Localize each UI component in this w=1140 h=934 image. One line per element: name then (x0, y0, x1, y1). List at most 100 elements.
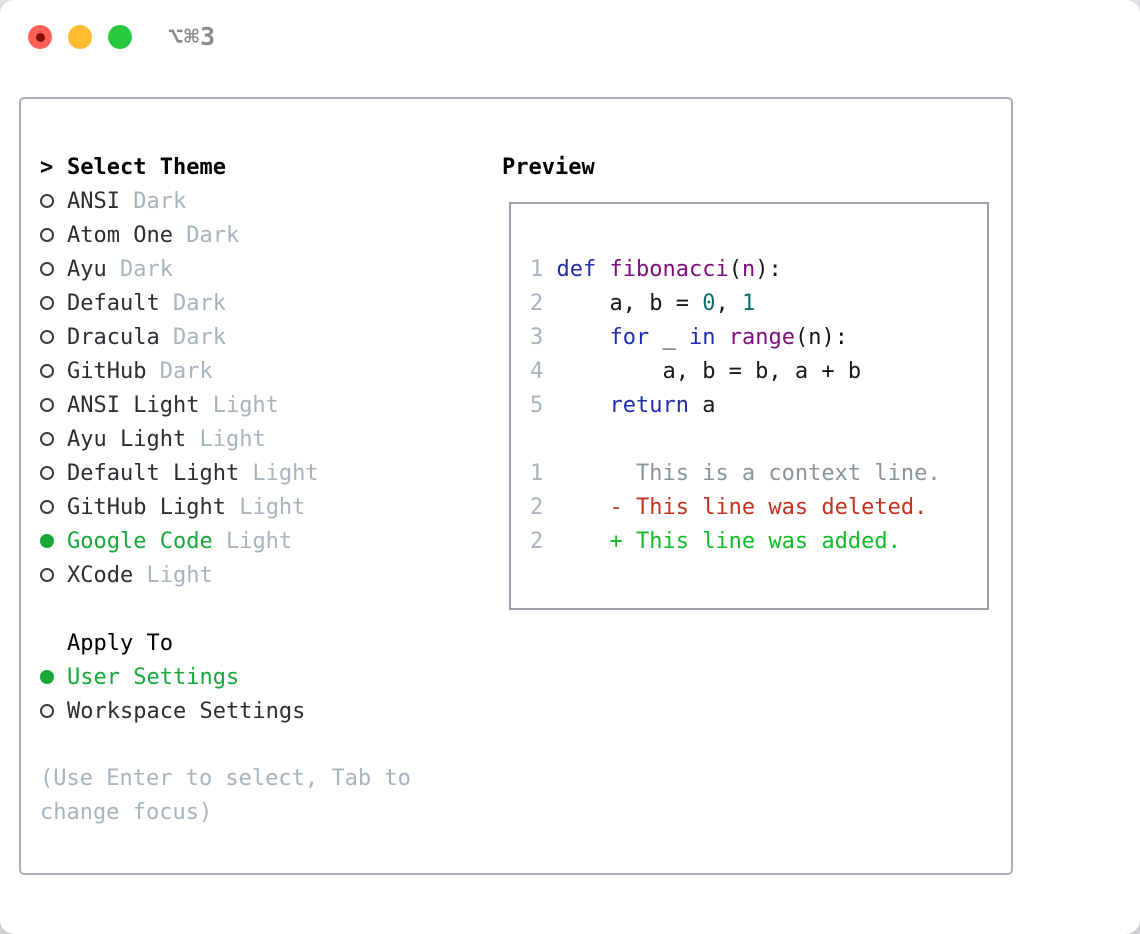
theme-name: Ayu (67, 256, 107, 282)
code-segment: _ (649, 325, 689, 350)
theme-name: Default Light (67, 460, 240, 486)
theme-name: Ayu Light (67, 426, 187, 452)
theme-name: GitHub Light (67, 494, 226, 520)
code-line: 2 a, b = 0, 1 (530, 287, 987, 321)
code-segment: ( (728, 257, 742, 282)
line-number: 3 (530, 325, 557, 350)
theme-name: Dracula (67, 324, 160, 350)
code-segment: ): (755, 257, 782, 282)
radio-icon (40, 432, 54, 446)
code-line (530, 423, 987, 457)
theme-name: GitHub (67, 358, 147, 384)
code-segment: - This line was deleted. (556, 495, 928, 520)
theme-option-default-light[interactable]: Default Light Light (40, 456, 480, 490)
code-segment: fibonacci (609, 257, 729, 282)
focus-caret-icon: > (40, 154, 54, 180)
theme-option-ayu[interactable]: Ayu Dark (40, 252, 480, 286)
code-line: 2 + This line was added. (530, 525, 987, 559)
code-segment: (n): (794, 325, 848, 350)
apply-to-title: Apply To (67, 630, 173, 656)
code-line: 4 a, b = b, a + b (530, 355, 987, 389)
apply-option-user-settings[interactable]: User Settings (40, 660, 480, 694)
radio-icon (40, 262, 54, 276)
code-line: 1 def fibonacci(n): (530, 253, 987, 287)
line-number: 2 (530, 529, 557, 554)
code-segment (596, 257, 609, 282)
titlebar: ⌥⌘3 (0, 0, 1140, 74)
theme-option-ansi-light[interactable]: ANSI Light Light (40, 388, 480, 422)
hint-line: change focus) (40, 800, 213, 825)
preview-title: Preview (502, 154, 595, 180)
radio-icon (40, 466, 54, 480)
code-segment: 0 (702, 291, 716, 316)
zoom-button[interactable] (108, 25, 132, 49)
theme-list-title: Select Theme (67, 154, 226, 180)
theme-variant: Dark (159, 324, 226, 350)
theme-name: Atom One (67, 222, 173, 248)
code-segment: n (741, 257, 756, 282)
code-segment: + This line was added. (556, 529, 901, 554)
code-segment: This is a context line. (556, 461, 941, 486)
theme-variant: Light (212, 528, 293, 554)
line-number: 4 (530, 359, 557, 384)
radio-icon (40, 296, 54, 310)
theme-option-dracula[interactable]: Dracula Dark (40, 320, 480, 354)
theme-option-xcode[interactable]: XCode Light (40, 558, 480, 592)
line-number: 2 (530, 495, 557, 520)
radio-icon (40, 670, 54, 684)
theme-option-google-code[interactable]: Google Code Light (40, 524, 480, 558)
apply-option-label: User Settings (67, 664, 240, 690)
minimize-button[interactable] (68, 25, 92, 49)
code-segment: def (556, 257, 597, 282)
code-segment (557, 325, 610, 350)
theme-name: XCode (67, 562, 134, 588)
apply-to-header: Apply To (40, 626, 480, 660)
code-segment: , (715, 291, 742, 316)
code-segment: 1 (741, 291, 756, 316)
line-number: 1 (530, 257, 557, 282)
radio-icon (40, 534, 54, 548)
theme-option-default[interactable]: Default Dark (40, 286, 480, 320)
radio-icon (40, 330, 54, 344)
radio-icon (40, 364, 54, 378)
code-segment (557, 393, 610, 418)
theme-option-github[interactable]: GitHub Dark (40, 354, 480, 388)
code-segment: a (688, 393, 716, 418)
code-segment: a, b = (556, 291, 703, 316)
theme-option-github-light[interactable]: GitHub Light Light (40, 490, 480, 524)
code-segment: a, b = b, a + b (556, 359, 862, 384)
theme-variant: Dark (119, 188, 187, 214)
theme-variant: Light (186, 426, 266, 452)
apply-option-workspace-settings[interactable]: Workspace Settings (40, 694, 480, 728)
theme-name: Google Code (67, 528, 213, 554)
radio-icon (40, 568, 54, 582)
radio-icon (40, 704, 54, 718)
theme-option-ansi[interactable]: ANSI Dark (40, 184, 480, 218)
theme-variant: Light (239, 460, 319, 486)
radio-icon (40, 398, 54, 412)
theme-name: ANSI (67, 188, 120, 214)
close-button[interactable] (28, 25, 52, 49)
theme-variant: Light (199, 392, 279, 418)
traffic-lights (28, 25, 132, 49)
theme-variant: Light (133, 562, 213, 588)
spacer (40, 592, 480, 626)
theme-variant: Light (225, 494, 306, 520)
radio-icon (40, 194, 54, 208)
radio-icon (40, 228, 54, 242)
code-segment (715, 325, 728, 350)
window-title: ⌥⌘3 (168, 22, 217, 51)
theme-variant: Dark (146, 358, 213, 384)
theme-option-ayu-light[interactable]: Ayu Light Light (40, 422, 480, 456)
radio-icon (40, 500, 54, 514)
code-segment: range (728, 325, 795, 350)
code-line: 3 for _ in range(n): (530, 321, 987, 355)
theme-option-atom-one[interactable]: Atom One Dark (40, 218, 480, 252)
